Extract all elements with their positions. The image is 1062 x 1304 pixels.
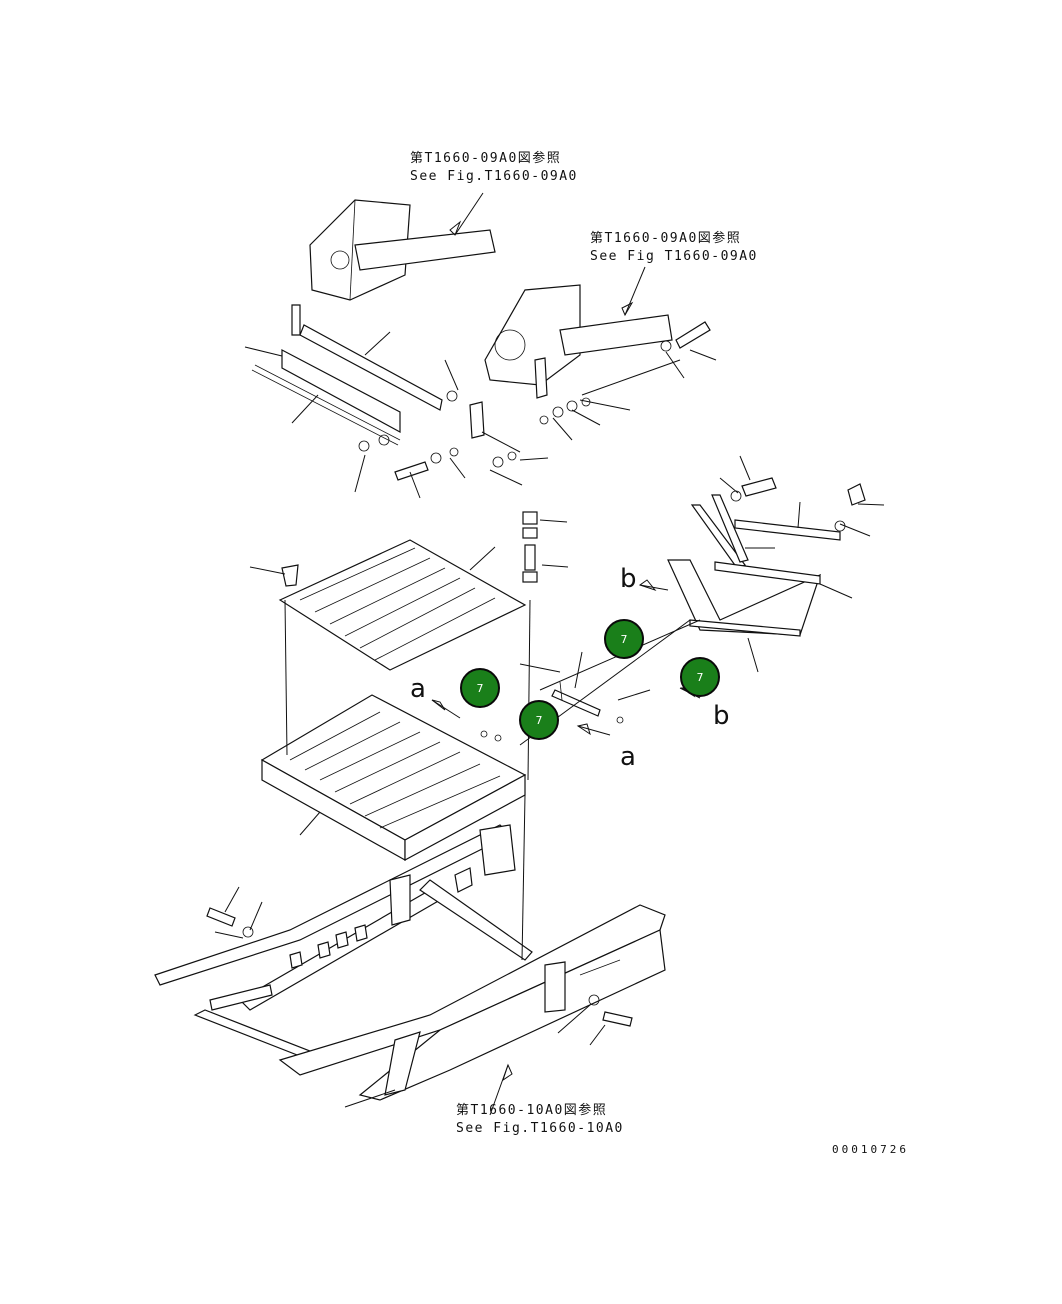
reference-top-left: 第T1660-09A0図参照 See Fig.T1660-09A0 [410,150,578,186]
bolt-stack [522,511,538,583]
right-bracket-assembly [667,477,866,637]
callout-badge[interactable]: 7 [460,668,500,708]
reference-bottom: 第T1660-10A0図参照 See Fig.T1660-10A0 [456,1102,624,1138]
reference-top-right-en: See Fig T1660-09A0 [590,249,758,264]
reference-top-left-en: See Fig.T1660-09A0 [410,169,578,184]
reference-top-right: 第T1660-09A0図参照 See Fig T1660-09A0 [590,230,758,266]
reference-top-left-jp: 第T1660-09A0図参照 [410,151,562,166]
callout-badge[interactable]: 7 [604,619,644,659]
reference-bottom-jp: 第T1660-10A0図参照 [456,1103,608,1118]
left-upper-assembly [251,199,517,481]
callout-badge[interactable]: 7 [680,657,720,697]
view-marker-b-lower: b [713,701,730,731]
view-marker-a-left: a [410,674,426,704]
view-marker-a-right: a [620,742,636,772]
reference-top-right-jp: 第T1660-09A0図参照 [590,231,742,246]
callout-badge[interactable]: 7 [519,700,559,740]
upper-grating [278,539,527,671]
leader-lines [214,192,885,1116]
link-parts [480,681,624,742]
reference-bottom-en: See Fig.T1660-10A0 [456,1121,624,1136]
right-upper-assembly [484,284,711,425]
drawing-number: 00010726 [832,1143,909,1156]
view-marker-b-upper: b [620,564,637,594]
step-plate [260,694,527,862]
main-frame [154,824,666,1101]
